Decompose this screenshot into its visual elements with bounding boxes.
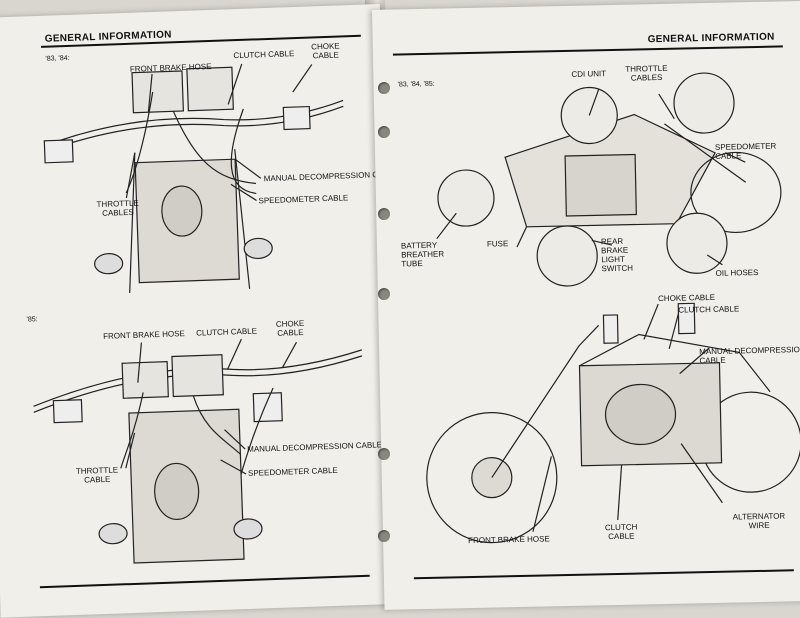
label-oil-hoses: OIL HOSES (715, 267, 759, 278)
label-choke-cable-1: CHOKE CABLE (311, 41, 340, 61)
label-throttle-cables-1: THROTTLE CABLES (96, 198, 139, 218)
label-throttle-cable-2: THROTTLE CABLE (75, 465, 119, 485)
label-speedometer-cable-right: SPEEDOMETER CABLE (714, 141, 777, 161)
left-page: GENERAL INFORMATION '83, '84: (0, 4, 401, 618)
label-rear-brake-light-switch: REAR BRAKE LIGHT SWITCH (600, 236, 634, 274)
label-alternator-wire: ALTERNATOR WIRE (732, 511, 786, 531)
binder-hole (378, 82, 390, 94)
label-clutch-cable-right-bottom: CLUTCH CABLE (604, 522, 638, 542)
handlebar-routing-diagram-1 (33, 63, 363, 564)
label-throttle-cables-right: THROTTLE CABLES (625, 63, 668, 83)
binder-hole (378, 126, 390, 138)
binder-hole (378, 448, 390, 460)
motorcycle-routing-diagrams (426, 72, 800, 544)
binder-hole (378, 288, 390, 300)
label-fuse: FUSE (486, 239, 509, 249)
label-choke-cable-right: CHOKE CABLE (658, 292, 716, 304)
label-front-brake-hose-right: FRONT BRAKE HOSE (468, 534, 550, 546)
binder-hole (378, 208, 390, 220)
binder-hole (378, 530, 390, 542)
left-diagram2-year-label: '85: (26, 316, 38, 324)
label-battery-breather-tube: BATTERY BREATHER TUBE (400, 240, 445, 269)
label-cdi-unit: CDI UNIT (571, 69, 607, 79)
label-manual-decompression-cable-right: MANUAL DECOMPRESSION CABLE (699, 344, 800, 366)
right-page: GENERAL INFORMATION '83, '84, '85: (372, 0, 800, 610)
label-choke-cable-2: CHOKE CABLE (275, 318, 305, 338)
label-clutch-cable-right-top: CLUTCH CABLE (678, 304, 740, 315)
